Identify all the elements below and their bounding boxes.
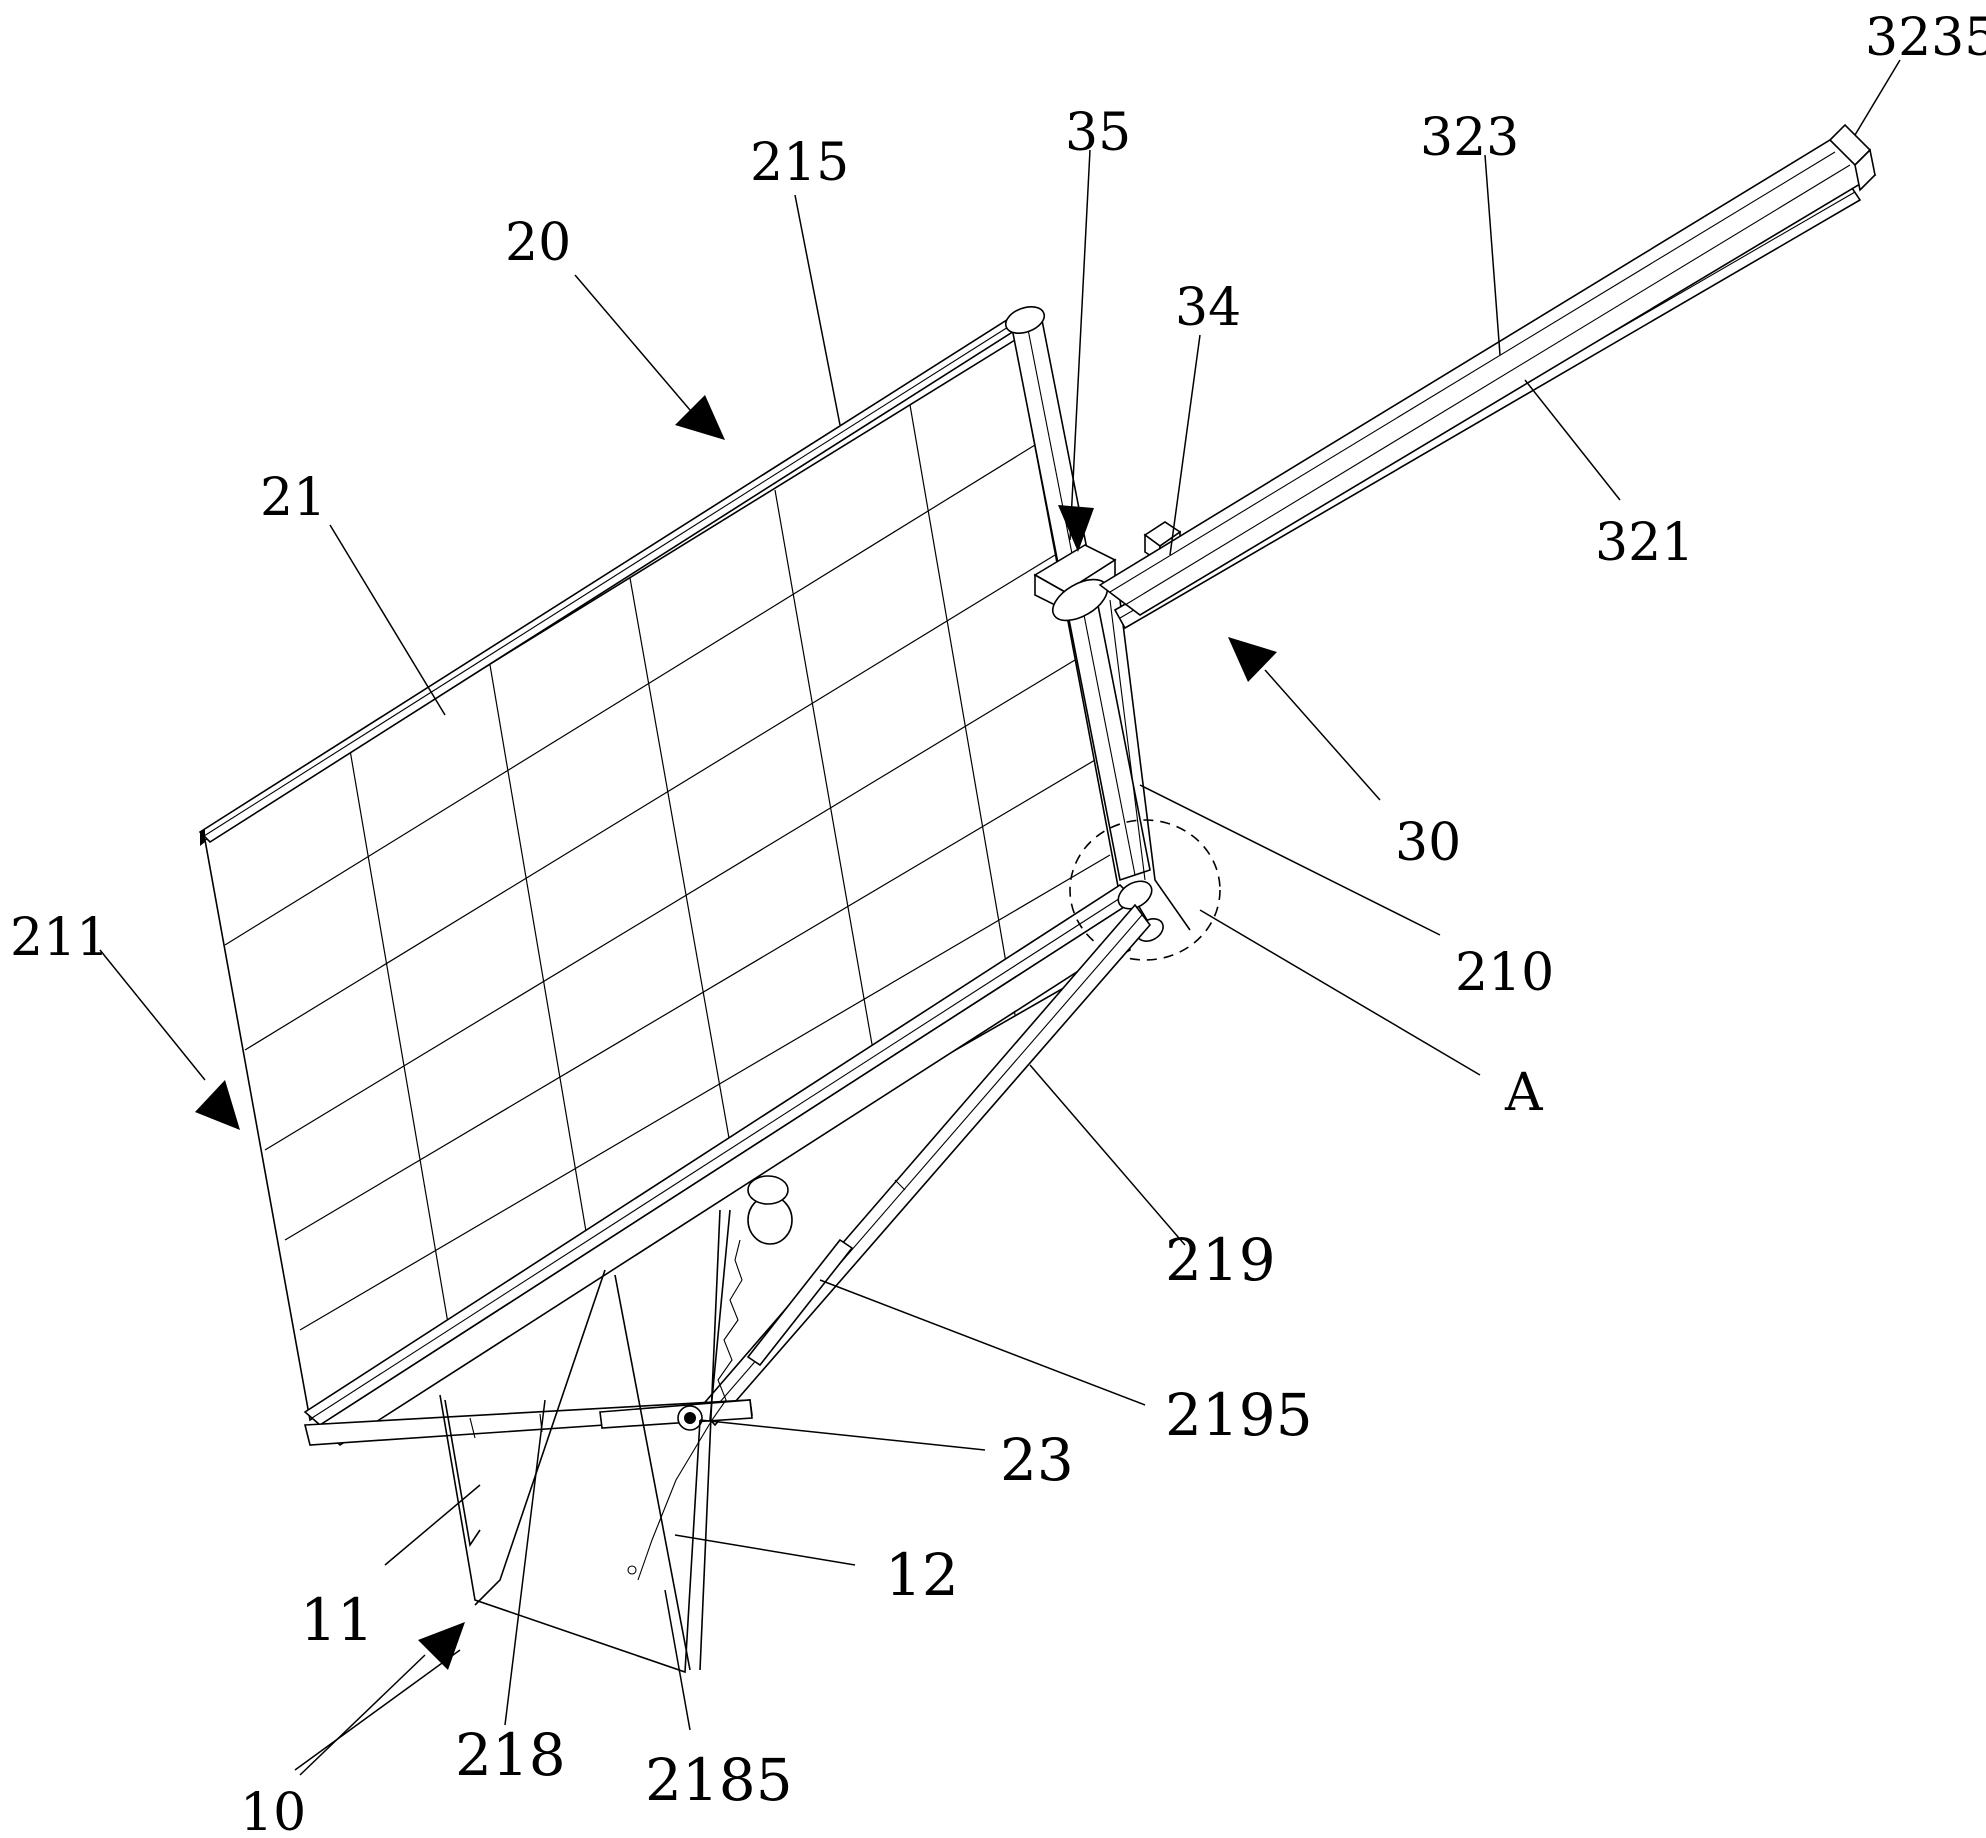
bracket-35 bbox=[1033, 544, 1117, 622]
panel-21 bbox=[204, 338, 1131, 1422]
arrow-35 bbox=[1058, 505, 1094, 552]
label-323: 323 bbox=[1420, 108, 1519, 168]
label-23: 23 bbox=[1000, 1426, 1074, 1494]
reference-numerals: 3235 323 35 215 20 34 21 321 30 211 210 … bbox=[10, 8, 1986, 1838]
arrow-30 bbox=[1228, 637, 1277, 682]
label-35: 35 bbox=[1065, 103, 1131, 163]
label-2185: 2185 bbox=[645, 1746, 793, 1814]
panel-grid-cols bbox=[349, 404, 1016, 1336]
arrows bbox=[99, 274, 1381, 1776]
label-30: 30 bbox=[1395, 813, 1461, 873]
arrow-20 bbox=[675, 395, 725, 440]
label-215: 215 bbox=[750, 133, 849, 193]
label-3235: 3235 bbox=[1865, 8, 1986, 68]
label-11: 11 bbox=[300, 1586, 374, 1654]
bottom-rail bbox=[303, 880, 1164, 1447]
label-219: 219 bbox=[1165, 1226, 1276, 1294]
strut-219 bbox=[698, 903, 1152, 1427]
leader-lines bbox=[294, 59, 1901, 1771]
label-a: A bbox=[1504, 1063, 1544, 1123]
spring-chain bbox=[637, 1239, 743, 1581]
base-10 bbox=[439, 1175, 793, 1674]
label-2195: 2195 bbox=[1165, 1381, 1313, 1449]
label-321: 321 bbox=[1595, 513, 1694, 573]
label-20: 20 bbox=[505, 213, 571, 273]
arrow-211 bbox=[195, 1080, 240, 1130]
label-12: 12 bbox=[885, 1541, 959, 1609]
detail-circle-a bbox=[1069, 819, 1221, 961]
label-218: 218 bbox=[455, 1721, 566, 1789]
label-34: 34 bbox=[1175, 278, 1241, 338]
boom-30 bbox=[1098, 123, 1877, 630]
label-10: 10 bbox=[240, 1783, 306, 1838]
arrow-10 bbox=[418, 1622, 465, 1670]
label-210: 210 bbox=[1455, 943, 1554, 1003]
label-21: 21 bbox=[260, 468, 326, 528]
label-211: 211 bbox=[10, 908, 109, 968]
